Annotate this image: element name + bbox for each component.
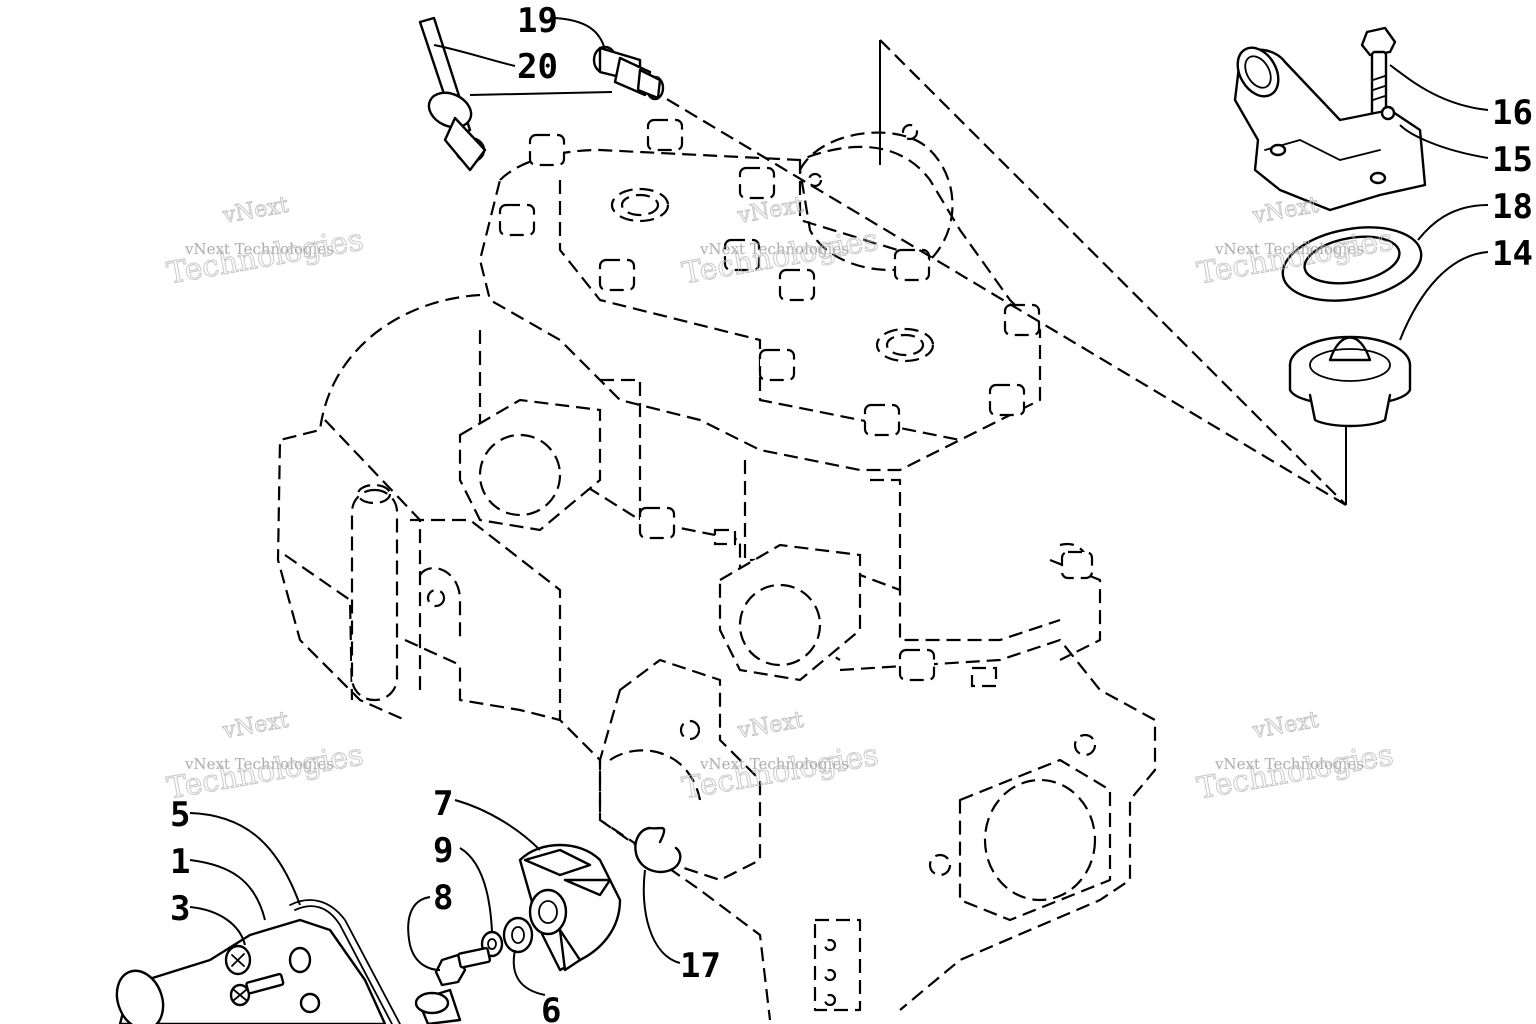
watermark-line1: vNext: [735, 708, 805, 744]
callout-18: 18: [1492, 187, 1533, 227]
engine-block-ghost: [276, 118, 1157, 1021]
washers: [480, 916, 534, 958]
callout-14: 14: [1492, 234, 1533, 274]
callout-16: 16: [1492, 93, 1533, 133]
leader-lines: [189, 17, 1489, 996]
water-pump-cover: [115, 899, 401, 1024]
callouts: 19 20 16 15 18 14 5 1 3 7 9 8 6 17: [170, 1, 1533, 1024]
callout-5: 5: [170, 795, 190, 835]
cable-tie: [418, 16, 487, 172]
watermark: vNext vNext Technologies Technologies: [1194, 707, 1397, 807]
watermark-line3: Technologies: [679, 738, 881, 807]
watermark-line2: vNext Technologies: [184, 240, 334, 258]
watermark: vNext vNext Technologies Technologies: [679, 192, 882, 291]
watermark-line3: Technologies: [164, 223, 366, 292]
hose-fitting: [592, 45, 665, 101]
callout-6: 6: [541, 991, 561, 1024]
callout-15: 15: [1492, 140, 1533, 180]
watermark-line2: vNext Technologies: [184, 755, 334, 773]
snap-ring: [634, 826, 682, 874]
watermark-line3: Technologies: [1194, 738, 1396, 807]
watermark-line1: vNext: [220, 708, 290, 744]
watermark-line1: vNext: [1250, 708, 1320, 744]
callout-9: 9: [433, 831, 453, 871]
watermark-line1: vNext: [735, 193, 805, 229]
thermostat-housing: [1233, 46, 1427, 212]
spacer: [414, 988, 462, 1024]
callout-1: 1: [170, 842, 190, 882]
callout-17: 17: [680, 946, 721, 986]
watermark-line1: vNext: [1250, 193, 1320, 229]
callout-19: 19: [517, 1, 558, 41]
watermark-line3: Technologies: [164, 738, 366, 807]
watermarks: vNext vNext Technologies Technologies vN…: [164, 192, 1397, 807]
watermark: vNext vNext Technologies Technologies: [164, 192, 367, 292]
callout-8: 8: [433, 878, 453, 918]
watermark-line2: vNext Technologies: [1214, 240, 1364, 258]
impeller-bolt: [434, 946, 492, 987]
detail-bracket: [659, 39, 1347, 506]
head-bolts: [498, 118, 1094, 682]
watermark: vNext vNext Technologies Technologies: [164, 707, 367, 807]
watermark-line2: vNext Technologies: [699, 240, 849, 258]
impeller: [518, 843, 622, 972]
callout-20: 20: [517, 47, 558, 87]
watermark-line1: vNext: [220, 193, 290, 229]
thermostat-gasket: [1281, 226, 1423, 302]
watermark-line2: vNext Technologies: [1214, 755, 1364, 773]
callout-3: 3: [170, 889, 190, 929]
watermark: vNext vNext Technologies Technologies: [679, 707, 882, 807]
thermostat: [1288, 335, 1412, 428]
watermark-line2: vNext Technologies: [699, 755, 849, 773]
callout-7: 7: [433, 784, 453, 824]
